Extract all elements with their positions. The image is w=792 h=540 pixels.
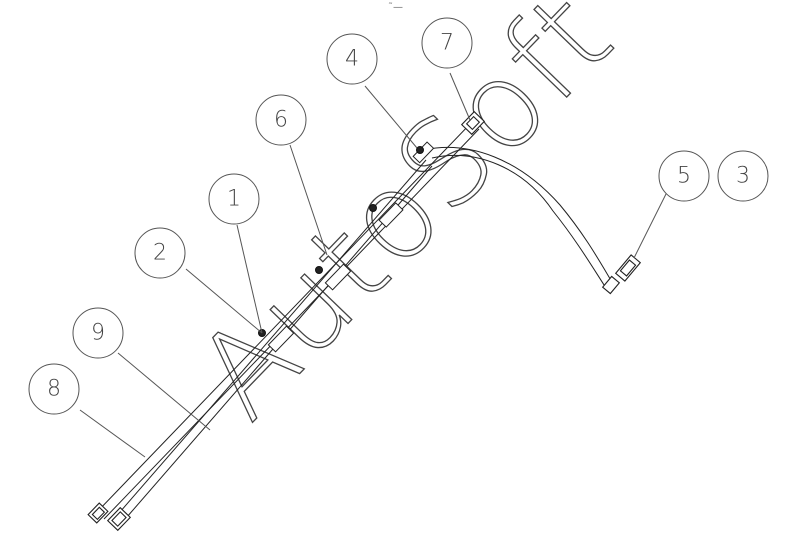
svg-text:4: 4 — [345, 47, 359, 72]
clip-2 — [315, 263, 352, 291]
balloon-2: 2 — [134, 227, 186, 279]
balloon-5: 5 — [658, 150, 710, 202]
fitting-top — [460, 110, 486, 136]
clip-3 — [369, 202, 404, 228]
fitting-bottom-right — [106, 506, 132, 532]
fitting-right — [601, 254, 642, 295]
balloon-4: 4 — [326, 33, 378, 85]
bent-hose — [423, 146, 613, 289]
svg-text:9: 9 — [91, 321, 105, 346]
svg-text:8: 8 — [47, 377, 61, 402]
clip-4 — [412, 141, 435, 164]
balloon-6: 6 — [255, 94, 307, 146]
leader-lines — [79, 72, 669, 458]
top-mark: ˜— — [388, 1, 403, 13]
svg-text:5: 5 — [677, 164, 691, 189]
svg-text:˜—: ˜— — [388, 1, 403, 13]
balloon-7: 7 — [421, 17, 473, 69]
svg-text:2: 2 — [153, 241, 167, 266]
svg-text:3: 3 — [736, 164, 750, 189]
fitting-bottom-left — [87, 502, 109, 524]
balloon-9: 9 — [72, 307, 124, 359]
balloon-3: 3 — [717, 150, 769, 202]
svg-text:6: 6 — [274, 108, 288, 133]
svg-text:7: 7 — [440, 31, 454, 56]
svg-text:1: 1 — [227, 187, 241, 212]
balloon-1: 1 — [208, 173, 260, 225]
balloon-8: 8 — [28, 363, 80, 415]
long-hose-outer — [95, 121, 480, 520]
